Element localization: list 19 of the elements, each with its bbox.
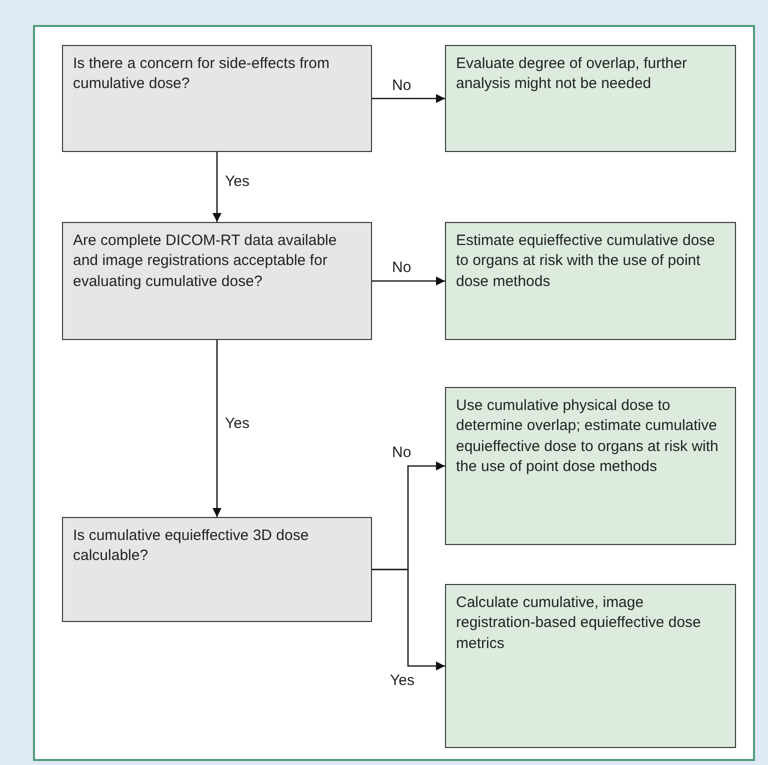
- question-box: [62, 222, 372, 340]
- box-text: Use cumulative physical dose to determine overlap; estimate cumulative equieffective dose to organs at risk with the use of point dose methods: [456, 396, 720, 477]
- box-text: Calculate cumulative, image registration-based equieffective dose metrics: [456, 593, 702, 654]
- box-text: Are complete DICOM-RT data available and image registrations acceptable for evaluating cumulative dose?: [73, 231, 338, 292]
- question-box: [62, 517, 372, 622]
- outcome-box: [445, 222, 736, 340]
- arrow: [372, 276, 445, 286]
- outcome-box: [445, 584, 736, 748]
- outcome-box: [445, 45, 736, 152]
- arrow: [212, 340, 222, 517]
- outcome-box: [445, 387, 736, 545]
- box-text: Estimate equieffective cumulative dose to organs at risk with the use of point dose methods: [456, 231, 716, 292]
- box-text: Is cumulative equieffective 3D dose calculable?: [73, 526, 310, 566]
- arrow: [372, 568, 445, 670]
- question-box: [62, 45, 372, 152]
- box-text: Evaluate degree of overlap, further analysis might not be needed: [456, 54, 688, 94]
- arrow: [212, 152, 222, 222]
- box-text: Is there a concern for side-effects from cumulative dose?: [73, 54, 331, 94]
- arrow: [372, 94, 445, 103]
